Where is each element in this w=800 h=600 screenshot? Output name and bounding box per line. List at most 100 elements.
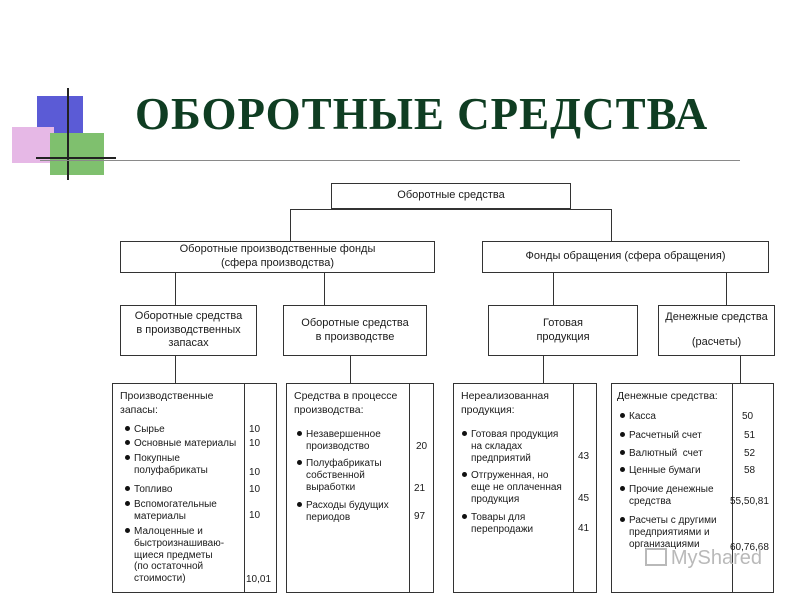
value-separator [573,384,574,592]
circulation-funds-node: Фонды обращения (сфера обращения) [482,241,769,273]
bullet-icon [620,467,625,472]
decor-square-green [50,133,104,175]
watermark-text: MyShared [670,547,762,569]
bullet-icon [462,431,467,436]
stocks-line3: запасах [168,337,209,350]
list-item: Топливо [125,484,173,496]
list-item-value: 58 [744,465,756,476]
list-item: Сырье [125,424,165,436]
connector [290,209,291,241]
bullet-icon [125,455,130,460]
panel-header-line: Средства в процессе [294,390,398,402]
panel-header-line: Нереализованная [461,390,549,402]
stocks-line1: Оборотные средства [134,309,243,322]
list-item-value: 10,01 [246,574,272,585]
list-item-value: 10 [249,438,261,449]
value-separator [244,384,245,592]
panel-header-line: Производственные [120,390,214,402]
list-item-value: 51 [744,430,756,441]
list-item-value: 21 [414,483,426,494]
bullet-icon [620,432,625,437]
list-item: Ценные бумаги [620,465,701,477]
bullet-icon [620,413,625,418]
panel-header: Денежные средства: [617,390,718,404]
cash-line1: Денежные средства [665,311,768,324]
finished-products-line1: Готовая [543,316,583,329]
finished-products-node: Готовая продукция [488,305,638,356]
list-item: Касса [620,411,656,423]
bullet-icon [462,514,467,519]
list-item-value: 97 [414,511,426,522]
bullet-icon [125,440,130,445]
bullet-icon [297,502,302,507]
arrow [324,273,325,305]
production-funds-line2: (сфера производства) [220,257,335,269]
connector [290,209,611,210]
list-item: Основные материалы [125,438,236,450]
bullet-icon [297,431,302,436]
decor-vline [67,88,69,180]
panel-header-line: запасы: [120,403,158,416]
bullet-icon [297,460,302,465]
arrow [553,273,554,305]
list-item-value: 10 [249,467,261,478]
in-production-line1: Оборотные средства [301,316,409,329]
list-item-value: 10 [249,424,261,435]
bullet-icon [125,426,130,431]
bullet-icon [125,528,130,533]
production-stocks-panel: Производственные запасы: Сырье 10 Основн… [112,383,277,593]
decor-hline-short [36,157,116,159]
list-item: Валютный счет [620,448,703,460]
list-item-value: 10 [249,484,261,495]
list-item-value: 41 [578,523,590,534]
arrow [175,273,176,305]
list-item-value: 43 [578,451,590,462]
list-item-value: 50 [742,411,754,422]
presentation-icon [644,548,667,566]
in-process-panel: Средства в процессе производства: Незаве… [286,383,434,593]
cash-panel: Денежные средства: Касса 50 Расчетный сч… [611,383,774,593]
value-separator [409,384,410,592]
circulation-funds-label: Фонды обращения (сфера обращения) [525,250,726,263]
panel-header-line: производства: [294,403,364,416]
in-production-line2: в производстве [315,330,395,343]
bullet-icon [125,501,130,506]
stocks-line2: в производственных [136,323,241,336]
panel-header: Нереализованная продукция: [461,390,549,417]
list-item-value: 55,50,81 [730,496,769,507]
unsold-products-panel: Нереализованная продукция: Готовая проду… [453,383,597,593]
arrow [350,356,351,383]
watermark: MyShared [644,547,762,570]
bullet-icon [620,486,625,491]
arrow [175,356,176,383]
bullet-icon [125,486,130,491]
root-node: Оборотные средства [331,183,571,209]
panel-header: Производственные запасы: [120,390,213,417]
list-item-value: 20 [416,441,428,452]
arrow [726,273,727,305]
finished-products-line2: продукция [536,330,590,343]
cash-line2: (расчеты) [691,335,742,348]
root-label: Оборотные средства [397,189,505,202]
bullet-icon [620,517,625,522]
in-production-node: Оборотные средства в производстве [283,305,427,356]
production-funds-node: Оборотные производственные фонды (сфера … [120,241,435,273]
bullet-icon [462,472,467,477]
arrow [543,356,544,383]
panel-header-line: Денежные средства: [617,390,718,402]
list-item-value: 60,76,68 [730,542,769,553]
bullet-icon [620,450,625,455]
value-separator [732,384,733,592]
stocks-node: Оборотные средства в производственных за… [120,305,257,356]
arrow [740,356,741,383]
